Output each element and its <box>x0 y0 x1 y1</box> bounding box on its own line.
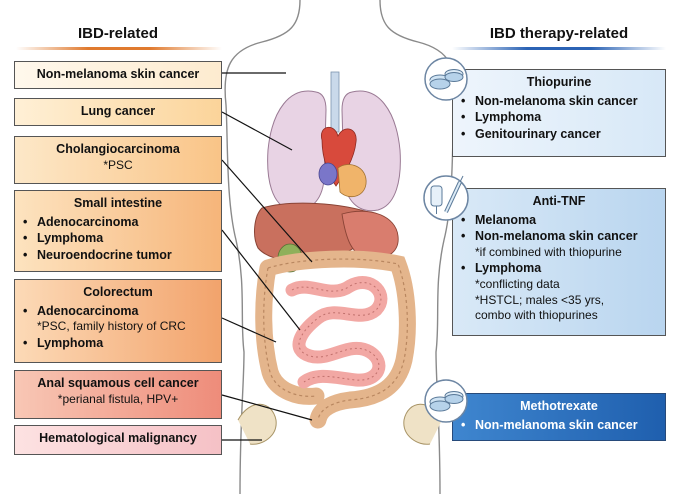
ibd-related-heading: IBD-related <box>77 25 159 42</box>
heart-vessel <box>318 162 338 186</box>
ibd-heading-underline <box>16 47 222 50</box>
box-non-melanoma-skin-cancer: Non-melanoma skin cancer <box>14 61 222 89</box>
list-item: Non-melanoma skin cancer <box>461 93 657 110</box>
list-item: Adenocarcinoma <box>23 214 213 231</box>
box-thiopurine: Thiopurine Non-melanoma skin cancer Lymp… <box>452 69 666 157</box>
pancreas-upper <box>337 164 367 198</box>
list-item: Lymphoma <box>23 335 213 352</box>
box-title: Anal squamous cell cancer <box>37 376 199 390</box>
box-note: *PSC, family history of CRC <box>37 319 186 333</box>
box-title: Anti-TNF <box>532 194 586 208</box>
syringe-icon <box>423 175 469 221</box>
iv-bag-icon <box>430 185 443 207</box>
list-item: Lymphoma <box>23 230 213 247</box>
box-title: Non-melanoma skin cancer <box>36 67 200 81</box>
pill-icon <box>424 57 468 101</box>
box-colorectum: Colorectum Adenocarcinoma *PSC, family h… <box>14 279 222 363</box>
list-item: Adenocarcinoma <box>23 303 213 320</box>
list-item: Lymphoma <box>461 109 657 126</box>
box-title: Cholangiocarcinoma <box>56 142 180 156</box>
box-note: *if combined with thiopurine <box>475 244 622 259</box>
box-note: *HSTCL; males <35 yrs, <box>475 292 605 307</box>
list-item: Genitourinary cancer <box>461 126 657 143</box>
small-intestine-outline <box>291 282 382 383</box>
colon <box>255 250 416 429</box>
leader-cholangio <box>221 159 313 263</box>
leader-anal <box>221 394 313 421</box>
leader-lines <box>221 72 313 441</box>
small-intestine <box>285 276 388 389</box>
box-note: combo with thiopurines <box>475 308 598 323</box>
box-lung-cancer: Lung cancer <box>14 98 222 126</box>
box-methotrexate: Methotrexate Non-melanoma skin cancer <box>452 393 666 441</box>
stomach <box>341 210 399 260</box>
list-item: Non-melanoma skin cancer <box>461 228 657 245</box>
box-title: Hematological malignancy <box>39 431 197 445</box>
box-title: Lung cancer <box>80 104 156 118</box>
trachea <box>330 71 340 133</box>
list-item: Neuroendocrine tumor <box>23 247 213 264</box>
box-anti-tnf: Anti-TNF Melanoma Non-melanoma skin canc… <box>452 188 666 336</box>
box-title: Methotrexate <box>520 399 598 413</box>
therapy-heading-underline <box>452 47 666 50</box>
leader-lung <box>221 111 293 151</box>
box-note: *perianal fistula, HPV+ <box>57 391 179 406</box>
box-small-intestine: Small intestine Adenocarcinoma Lymphoma … <box>14 190 222 272</box>
leader-colorectum <box>221 317 277 343</box>
list-item: Non-melanoma skin cancer <box>461 417 657 434</box>
box-title: Colorectum <box>83 285 153 299</box>
box-title: Thiopurine <box>526 75 592 89</box>
box-note: *conflicting data <box>475 276 560 291</box>
colon-outline <box>263 258 408 421</box>
box-note: *PSC <box>103 157 133 172</box>
box-title: Small intestine <box>73 196 163 210</box>
leader-small-intestine <box>221 229 301 331</box>
list-item: Melanoma <box>461 212 657 229</box>
box-cholangiocarcinoma: Cholangiocarcinoma *PSC <box>14 136 222 184</box>
box-hematological-malignancy: Hematological malignancy <box>14 425 222 455</box>
left-lung <box>267 90 327 212</box>
list-item: Lymphoma <box>461 260 657 277</box>
box-anal-squamous-cell-cancer: Anal squamous cell cancer *perianal fist… <box>14 370 222 419</box>
therapy-related-heading: IBD therapy-related <box>489 25 629 42</box>
tablet-icon <box>424 379 468 423</box>
